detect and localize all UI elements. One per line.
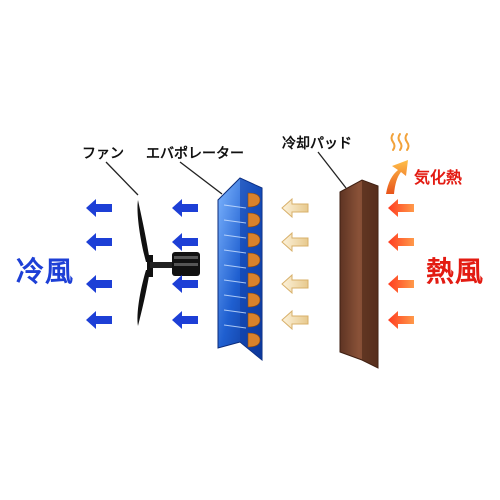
cold-air-arrow [172,199,198,217]
cooling-pad [339,179,379,369]
hot-air-label: 熱風 [426,255,485,288]
cold-air-arrow [172,275,198,293]
cold-air-label: 冷風 [16,255,75,288]
cold-air-arrows-middle [172,199,198,329]
warm-air-arrow [281,197,309,219]
fan-pointer-line [105,161,139,196]
hot-air-arrow [388,199,414,217]
vaporization-heat-label: 気化熱 [414,168,463,187]
cold-air-arrow [86,311,112,329]
cooling-pad-pointer-line [317,151,347,189]
cold-air-arrow [86,275,112,293]
cold-air-arrows-left [86,199,112,329]
cold-air-arrow [86,233,112,251]
hot-air-arrow [388,311,414,329]
warm-air-arrow [281,231,309,253]
fan-icon [137,200,200,326]
cooling-pad-label: 冷却パッド [282,136,352,152]
fan-label: ファン [82,146,124,162]
vapor-waves [390,133,410,151]
warm-air-arrow [281,309,309,331]
evaporator-pointer-line [179,161,223,195]
hot-air-arrow [388,233,414,251]
vaporization-arrow-icon [386,160,408,194]
hot-air-arrows [388,199,414,329]
cold-air-arrow [172,311,198,329]
warm-air-arrow [281,273,309,295]
cold-air-arrow [86,199,112,217]
hot-air-arrow [388,275,414,293]
warm-air-arrows [281,197,309,331]
cold-air-arrow [172,233,198,251]
evaporator-label: エバポレーター [146,146,244,162]
evaporator-icon [217,177,263,362]
